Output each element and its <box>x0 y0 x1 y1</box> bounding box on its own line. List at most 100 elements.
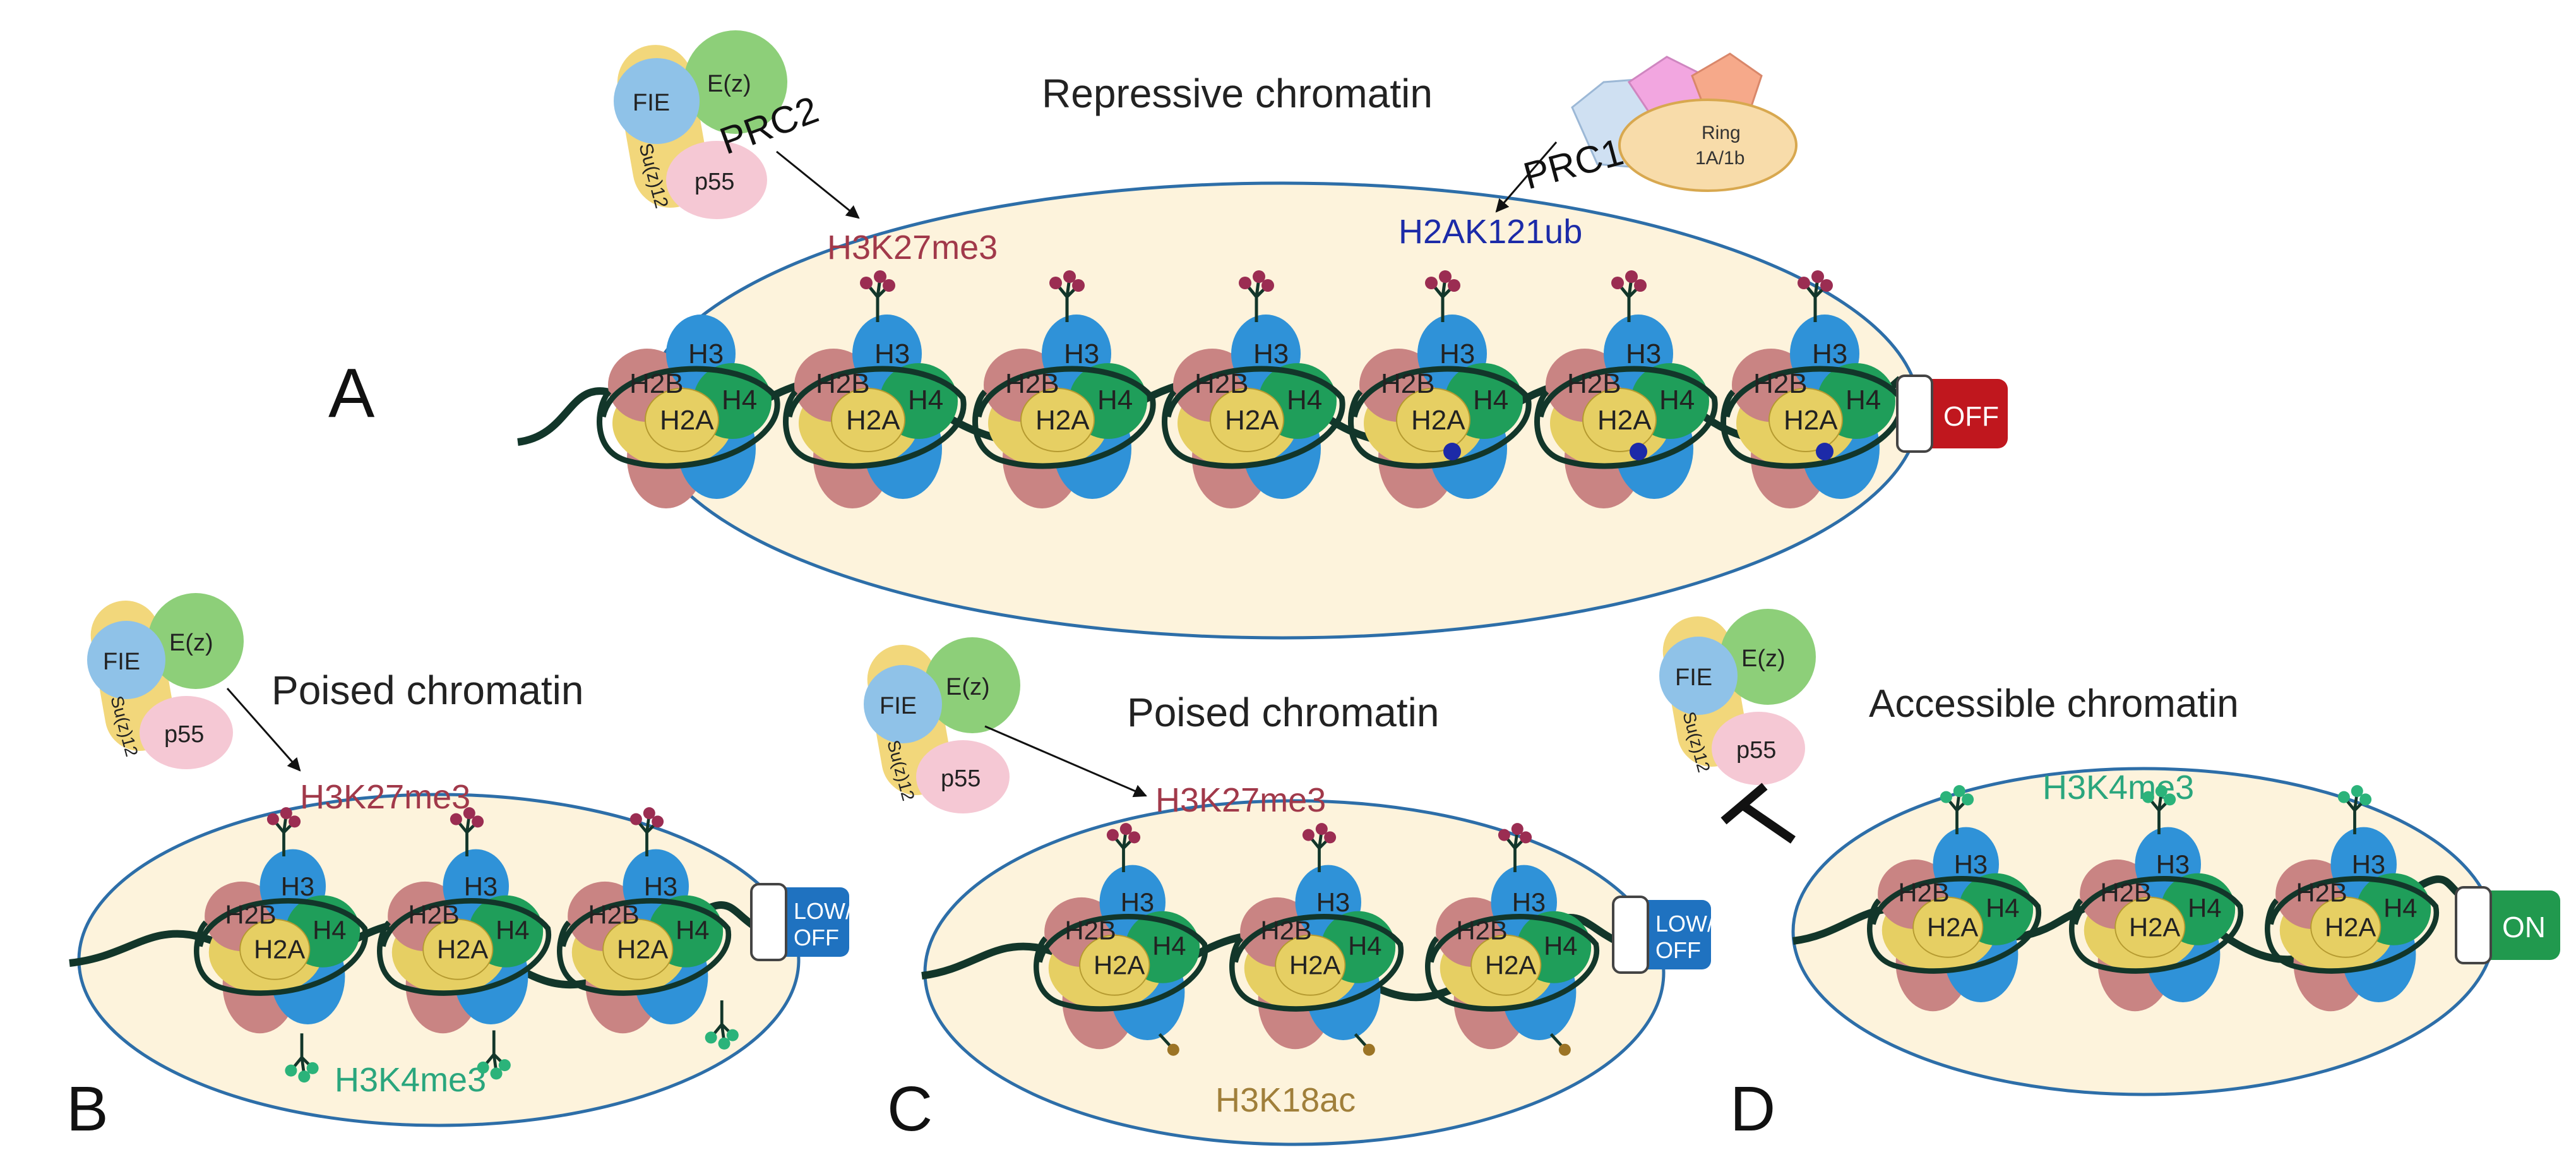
histone-label-h3: H3 <box>1812 339 1847 369</box>
histone-h2a <box>239 918 311 980</box>
prc2-b-p55: p55 <box>164 721 204 748</box>
histone-label-h2b: H2B <box>1898 877 1949 907</box>
prc2-complex-a: E(z) FIE p55 Su(z)12 <box>614 30 787 219</box>
histone-label-h4: H4 <box>1473 385 1508 416</box>
histone-h2a <box>1210 388 1284 452</box>
panel-b-letter: B <box>66 1074 109 1144</box>
switch-off: OFF <box>1896 375 2008 453</box>
histone-label-h4: H4 <box>1348 931 1381 961</box>
mark-h3k27me3-a: H3K27me3 <box>827 229 998 267</box>
prc1-label: PRC1 <box>1519 130 1628 197</box>
histone-label-h3: H3 <box>2156 849 2190 879</box>
histone-h2a <box>1020 388 1095 452</box>
histone-label-h4: H4 <box>2188 893 2221 923</box>
switch-on: ON <box>2455 886 2560 964</box>
prc2-p55-label: p55 <box>695 169 734 195</box>
histone-label-h2a: H2A <box>1784 405 1838 436</box>
histone-label-h2a: H2A <box>1094 950 1145 980</box>
prc2-b-ez: E(z) <box>169 630 213 656</box>
histone-label-h2a: H2A <box>2325 913 2376 942</box>
panel-c-letter: C <box>887 1074 933 1144</box>
histone-label-h2a: H2A <box>1485 950 1536 980</box>
histone-label-h2b: H2B <box>1195 368 1249 399</box>
prc2-d-p55: p55 <box>1736 737 1776 764</box>
panel-d-title: Accessible chromatin <box>1869 682 2239 726</box>
histone-label-h4: H4 <box>496 915 529 945</box>
histone-label-h2b: H2B <box>1381 368 1435 399</box>
ring-label-1: Ring <box>1702 123 1741 143</box>
histone-label-h3: H3 <box>1512 887 1546 917</box>
histone-label-h2b: H2B <box>2100 877 2151 907</box>
histone-h2a <box>831 388 905 452</box>
mark-h2ak121ub-a: H2AK121ub <box>1398 213 1582 251</box>
histone-label-h3: H3 <box>1064 339 1099 369</box>
prc2-c-p55: p55 <box>941 765 981 792</box>
prc2-fie-label: FIE <box>633 90 670 116</box>
histone-label-h2b: H2B <box>816 368 870 399</box>
panel-c: C Poised chromatin E(z) FIE p55 Su(z)12 … <box>864 637 1714 1146</box>
histone-label-h4: H4 <box>1986 893 2019 923</box>
histone-label-h3: H3 <box>281 872 314 901</box>
histone-label-h2b: H2B <box>2296 877 2347 907</box>
switch-b-label-2: OFF <box>794 925 839 950</box>
histone-label-h2a: H2A <box>2129 913 2180 942</box>
histone-h2a <box>1912 896 1984 958</box>
acetyl-dot <box>1558 1043 1571 1056</box>
histone-label-h3: H3 <box>1626 339 1661 369</box>
histone-label-h3: H3 <box>874 339 910 369</box>
histone-label-h3: H3 <box>1253 339 1289 369</box>
ubiquitin-dot <box>1630 443 1647 460</box>
histone-label-h3: H3 <box>1121 887 1154 917</box>
prc2-b-fie: FIE <box>103 649 140 675</box>
switch-off-label: OFF <box>1943 401 1999 432</box>
panel-d-letter: D <box>1730 1074 1775 1144</box>
ubiquitin-dot <box>1816 443 1834 460</box>
prc2-c-ez: E(z) <box>946 674 990 700</box>
prc2-d-ez: E(z) <box>1741 645 1786 672</box>
histone-label-h4: H4 <box>722 385 757 416</box>
histone-label-h2a: H2A <box>1225 405 1279 436</box>
inhibition-bar <box>1720 782 1796 844</box>
histone-label-h4: H4 <box>1659 385 1695 416</box>
mark-h3k4me3-b: H3K4me3 <box>335 1061 486 1099</box>
prc1-arrow <box>1495 141 1558 213</box>
prc2-arrow-b <box>226 688 301 772</box>
ring-label-2: 1A/1b <box>1695 148 1744 169</box>
panel-a: A Repressive chromatin E(z) FIE p55 Su(z… <box>328 30 2008 640</box>
prc2-c-fie: FIE <box>880 693 917 719</box>
histone-label-h3: H3 <box>1440 339 1475 369</box>
switch-on-label: ON <box>2502 911 2546 944</box>
histone-label-h4: H4 <box>2383 893 2417 923</box>
histone-label-h2a: H2A <box>846 405 900 436</box>
acetyl-dot <box>1363 1043 1375 1056</box>
panel-c-title: Poised chromatin <box>1127 690 1439 735</box>
histone-label-h2a: H2A <box>1035 405 1090 436</box>
histone-label-h3: H3 <box>1954 849 1988 879</box>
histone-h2a <box>2114 896 2186 958</box>
histone-h2a <box>602 918 674 980</box>
histone-label-h2b: H2B <box>588 899 639 929</box>
histone-label-h2a: H2A <box>1289 950 1340 980</box>
switch-low-b: LOW/ OFF <box>750 883 852 961</box>
histone-h2a <box>1275 934 1346 996</box>
mark-h3k27me3-b: H3K27me3 <box>300 778 470 816</box>
panel-d: D Accessible chromatin E(z) FIE p55 Su(z… <box>1659 609 2560 1144</box>
switch-b-label-1: LOW/ <box>794 898 852 924</box>
histone-label-h2b: H2B <box>1753 368 1808 399</box>
switch-low-c: LOW/ OFF <box>1612 896 1714 974</box>
histone-label-h2a: H2A <box>1927 913 1978 942</box>
panel-a-title: Repressive chromatin <box>1042 71 1433 116</box>
